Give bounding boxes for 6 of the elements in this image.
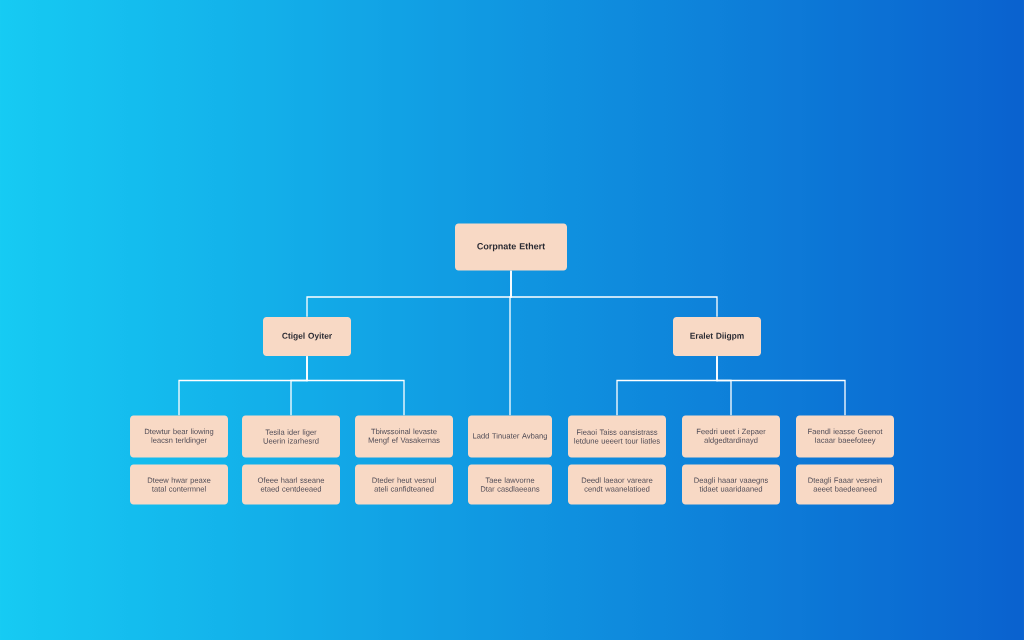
connector-line <box>306 355 405 416</box>
connector-line <box>716 355 846 416</box>
branch-box: Eralet Diigpm <box>673 317 761 356</box>
root-box: Corpnate Ethert <box>455 223 567 271</box>
connector-line <box>510 270 718 318</box>
branch-box: Ctigel Oyiter <box>263 317 351 356</box>
